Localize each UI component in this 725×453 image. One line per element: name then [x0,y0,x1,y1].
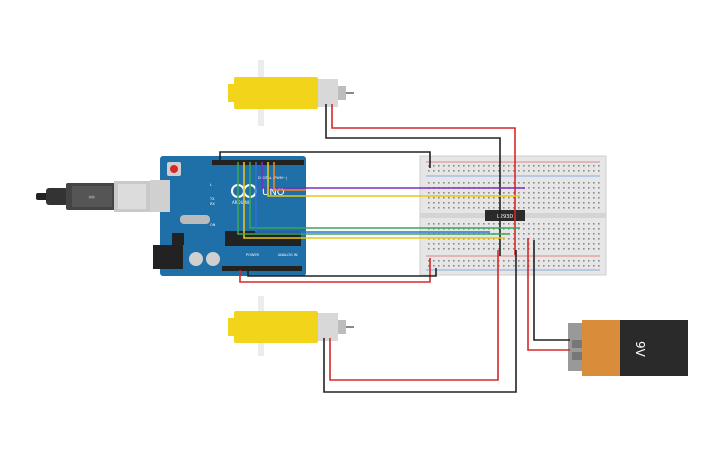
wire-red-battery [527,238,570,351]
digital-pin-header[interactable] [212,160,304,165]
wire-green-signal [249,162,520,229]
rx-label: RX [210,202,215,206]
battery-9v[interactable]: 9V [568,320,688,376]
wire-black-motor-top [325,104,501,256]
l293d-driver-chip[interactable]: L293D [485,210,525,221]
wire-black-motor-bottom [323,250,517,393]
on-label: ON [210,223,216,227]
usb-icon: ⬌ [88,193,96,203]
digital-header-label: DIGITAL (PWM~) [258,176,288,180]
tx-label: TX [209,197,215,201]
analog-header-label: ANALOG IN [278,253,298,257]
wire-blue-signal [255,162,490,233]
dc-motor-bottom[interactable] [228,296,354,356]
board-brand-label: ARDUINO [232,200,251,205]
battery-label: 9V [633,341,647,358]
breadboard-holes[interactable] [428,165,600,267]
dc-motor-top[interactable] [228,60,354,126]
wire-yellow-signal-2 [243,162,505,239]
power-analog-pin-header[interactable] [222,266,302,271]
led-l-label: L [210,183,212,187]
power-header-label: POWER [246,253,260,257]
wire-purple-signal [261,162,525,189]
wire-green-signal-2 [237,162,510,235]
wire-black-gnd-bottom [247,268,437,277]
wire-red-motor-bottom [329,250,499,381]
wire-black-battery [533,240,570,341]
wires[interactable] [219,104,570,393]
wire-red-5v [239,258,431,283]
wire-red-motor-top [331,104,516,255]
chip-label: L293D [497,214,513,220]
usb-cable[interactable]: ⬌ [36,181,150,212]
arduino-uno-board[interactable]: UNO ARDUINO DIGITAL (PWM~) POWER ANALOG … [150,156,306,276]
board-model-label: UNO [262,187,285,198]
wire-orange-signal [273,162,306,191]
wire-yellow-signal [267,162,520,197]
wire-black-gnd [219,151,431,168]
